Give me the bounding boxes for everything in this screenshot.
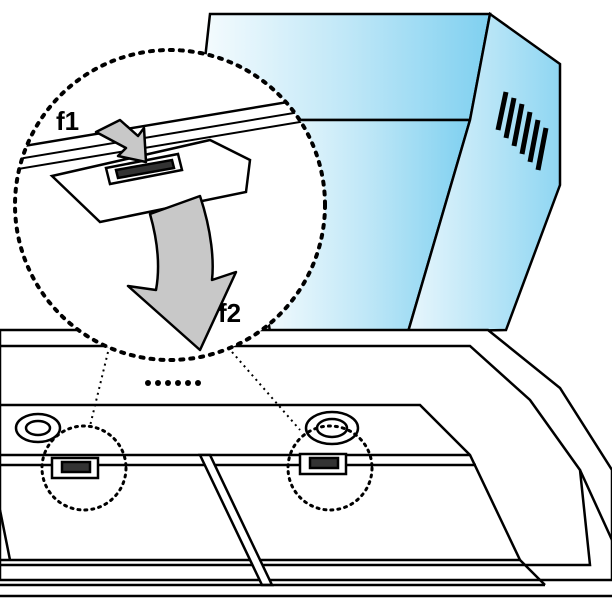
filter-handle-left — [40, 424, 128, 512]
filter-handle-icon — [298, 452, 348, 476]
dots-indicator — [145, 380, 201, 386]
zoom-filter-plate — [49, 138, 252, 224]
label-f1: f1 — [56, 106, 79, 136]
chimney-side-face — [406, 11, 562, 334]
press-arrow-icon — [94, 118, 148, 164]
hood-front-face — [0, 403, 522, 562]
zoom-latch — [104, 152, 184, 186]
filter-handle-right — [286, 424, 374, 512]
label-f2: f2 — [218, 298, 241, 328]
callout-leaders — [89, 351, 301, 431]
filter-handle-icon — [50, 456, 100, 480]
vent-grille-icon — [495, 91, 549, 171]
zoom-detail — [13, 48, 327, 362]
hood-lights — [14, 410, 360, 446]
pull-down-arrow-icon — [126, 194, 238, 352]
